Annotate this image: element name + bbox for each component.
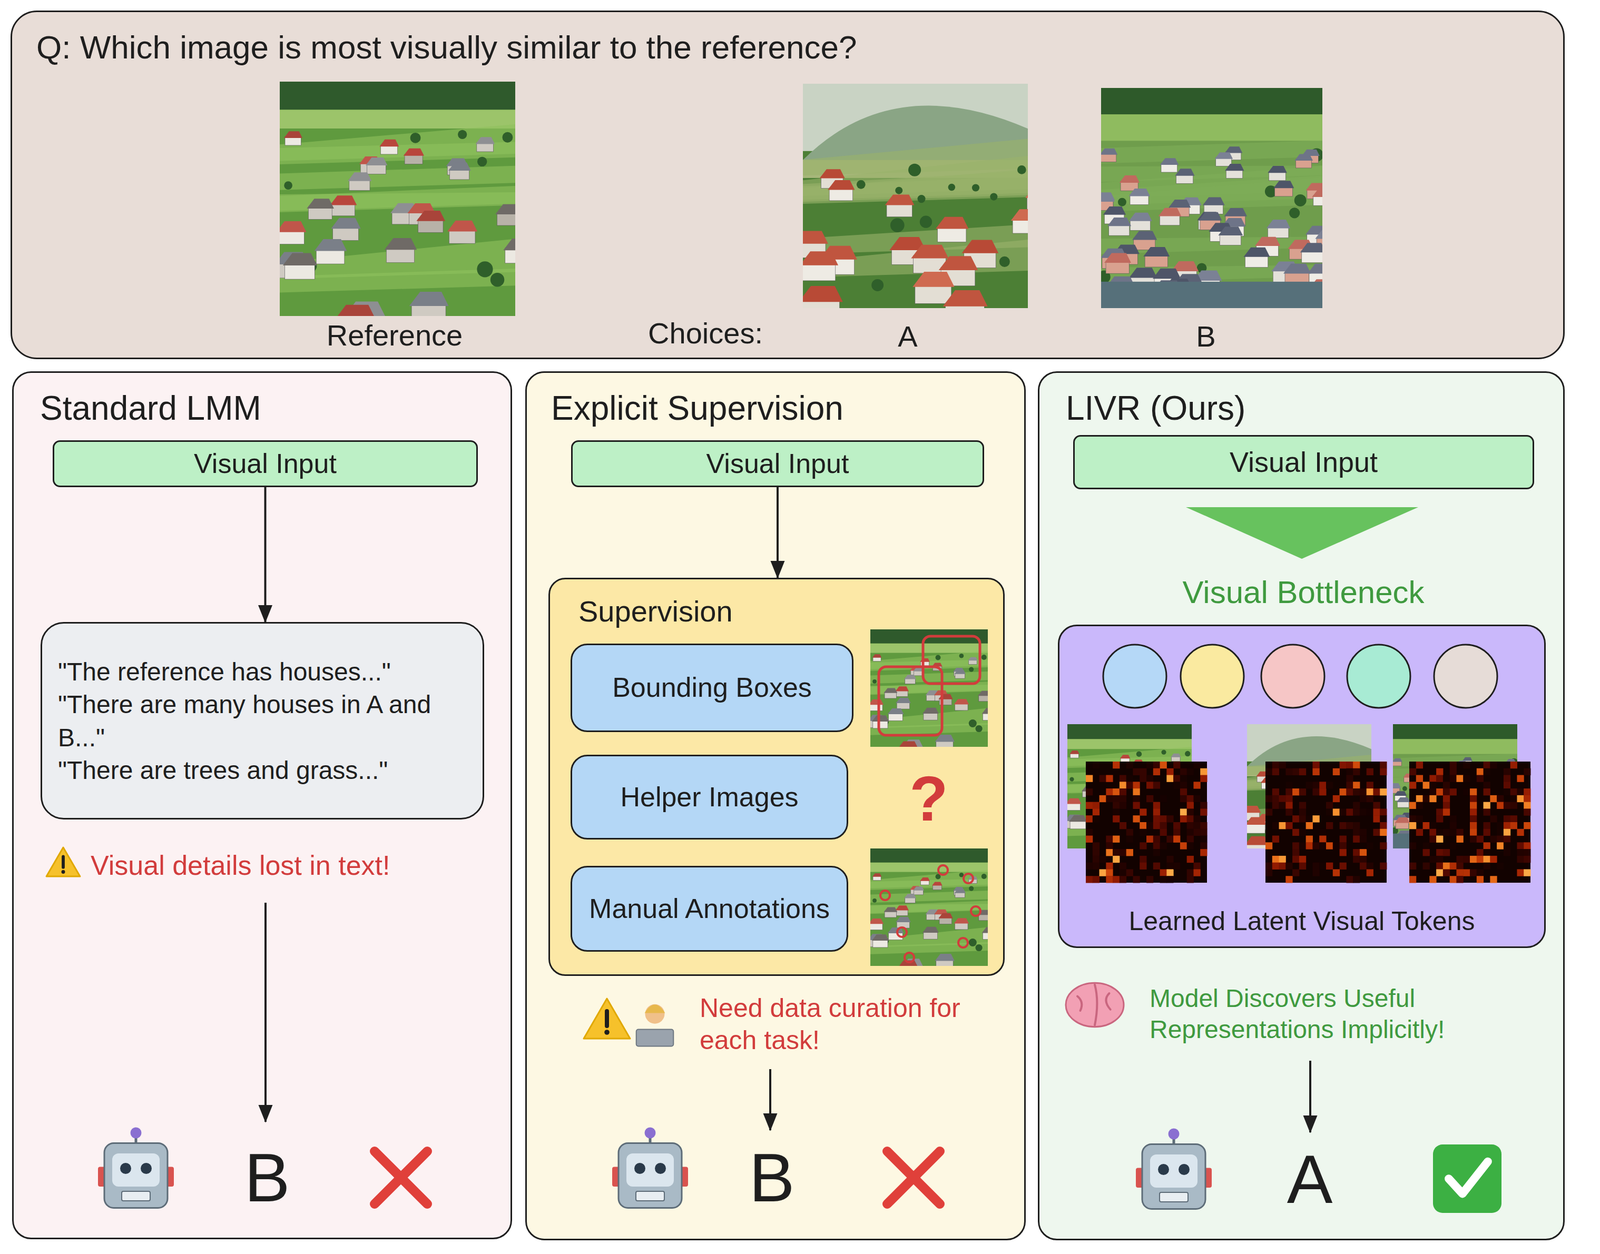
input-box: Visual Input: [571, 440, 985, 488]
text-holder: Explicit Supervision: [551, 382, 1005, 436]
option-box: Helper Images: [570, 754, 849, 840]
benefit-note: Model Discovers Useful Representations I…: [1149, 973, 1558, 1056]
method-panel: LIVR (Ours) Visual InputLearned Latent Vi…: [1037, 371, 1565, 1241]
node-text: Learned Latent Visual Tokens: [1129, 904, 1476, 939]
option-box: Bounding Boxes: [570, 643, 854, 733]
method-panel: Standard LMM Visual Input "The reference h…: [12, 371, 513, 1240]
node-text: Q: Which image is most visually similar …: [36, 26, 857, 70]
input-box: Visual Input: [1073, 435, 1535, 490]
input-box: Visual Input: [52, 440, 478, 488]
node-text: Visual Input: [1229, 443, 1378, 481]
node-text: Explicit Supervision: [551, 386, 844, 431]
answer-letter: A: [1278, 1142, 1342, 1217]
node-text: "There are trees and grass...": [57, 754, 388, 788]
answer-letter: B: [740, 1141, 804, 1215]
warning-note: Visual details lost in text!: [90, 846, 513, 887]
image-caption: Reference: [289, 316, 500, 355]
question-panel: Q: Which image is most visually similar …: [10, 10, 1565, 360]
choices-caption: Choices:: [626, 314, 785, 353]
node-text: Manual Annotations: [589, 891, 830, 928]
text-holder: Standard LMM: [40, 382, 494, 436]
node-text: "The reference has houses...": [57, 655, 391, 689]
text-holder: Q: Which image is most visually similar …: [36, 23, 1407, 72]
text-holder: LIVR (Ours): [1065, 382, 1540, 436]
text-holder: "The reference has houses...""There are …: [57, 633, 475, 810]
text-holder: Visual Input: [54, 442, 477, 486]
text-holder: Bounding Boxes: [572, 645, 852, 731]
image-caption: B: [1179, 317, 1233, 356]
node-text: "There are many houses in A and B...": [57, 688, 475, 755]
text-holder: Learned Latent Visual Tokens: [1064, 900, 1539, 943]
text-holder: Helper Images: [572, 756, 847, 839]
node-text: Supervision: [578, 592, 733, 632]
node-text: Visual Input: [193, 446, 337, 483]
text-box: "The reference has houses...""There are …: [40, 622, 485, 820]
text-holder: Supervision: [578, 587, 895, 636]
option-box: Manual Annotations: [570, 866, 849, 952]
warning-note: Need data curation for each task!: [699, 985, 1006, 1065]
node-text: Standard LMM: [40, 386, 262, 431]
supervision-box: SupervisionBounding BoxesHelper ImagesMa…: [548, 577, 1005, 977]
node-text: Bounding Boxes: [612, 670, 812, 706]
method-panel: Explicit SupervisionVisual InputSupervis…: [525, 371, 1026, 1241]
text-holder: Manual Annotations: [572, 867, 847, 951]
image-caption: A: [881, 317, 935, 356]
question-mark: ?: [897, 761, 961, 836]
node-text: Visual Input: [706, 446, 850, 483]
token-box: Learned Latent Visual Tokens: [1057, 624, 1546, 949]
node-text: Helper Images: [620, 779, 799, 816]
answer-letter: B: [235, 1141, 299, 1215]
bottleneck-label: Visual Bottleneck: [1145, 570, 1462, 615]
node-text: LIVR (Ours): [1065, 386, 1246, 431]
text-holder: Visual Input: [1074, 436, 1533, 488]
text-holder: Visual Input: [572, 442, 983, 486]
